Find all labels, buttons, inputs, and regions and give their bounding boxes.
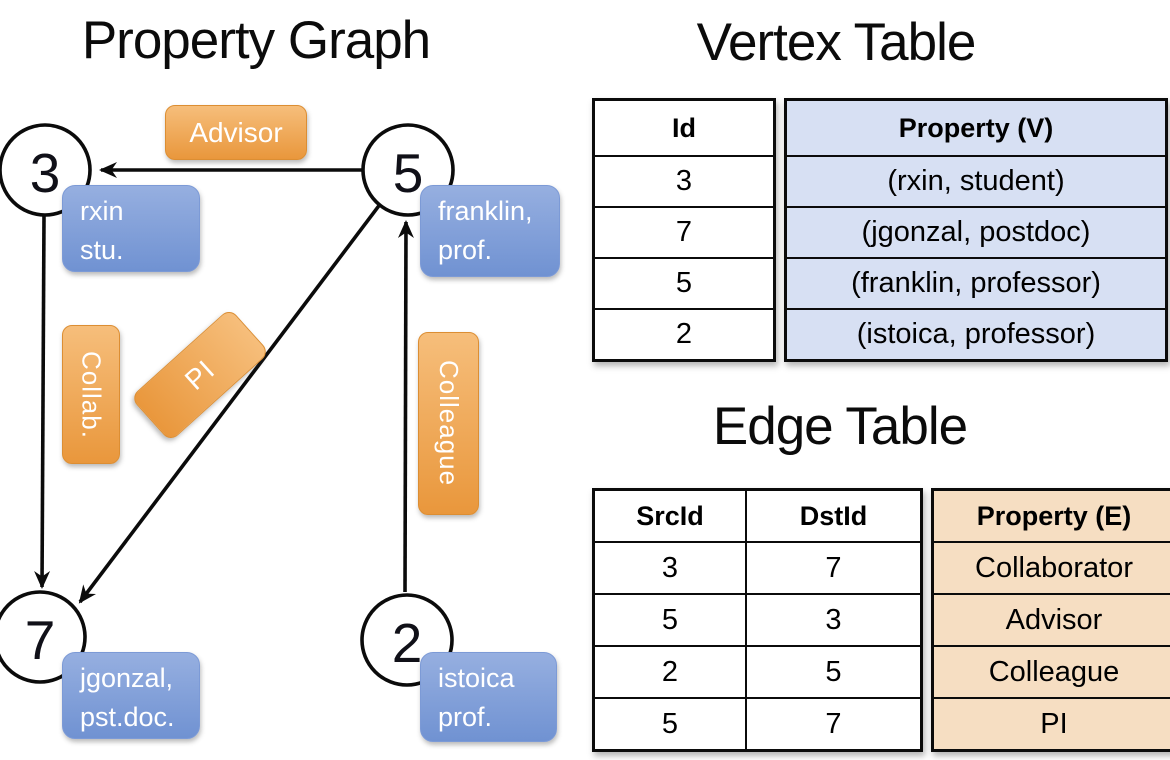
vertex-id-header: Id — [592, 98, 776, 157]
table-row: Advisor — [931, 593, 1170, 647]
edge-label-collab: Collab. — [62, 325, 120, 464]
table-row: 2 — [592, 308, 776, 362]
edge-dst-cell: 7 — [745, 697, 923, 752]
node-2-id: 2 — [392, 612, 423, 674]
vertex-box-istoica-line2: prof. — [438, 701, 493, 732]
edge-dst-cell: 5 — [745, 645, 923, 699]
property-graph-title: Property Graph — [81, 11, 431, 70]
table-row: (franklin, professor) — [784, 257, 1168, 310]
table-row: 5 3 — [592, 593, 923, 647]
vertex-property-cell: (jgonzal, postdoc) — [784, 206, 1168, 259]
edge-label-advisor: Advisor — [165, 105, 307, 160]
edge-pi-line — [78, 201, 383, 604]
vertex-box-rxin: rxin stu. — [62, 185, 200, 272]
table-row: 7 — [592, 206, 776, 259]
edge-colleague-line — [397, 220, 414, 593]
table-row: 5 — [592, 257, 776, 310]
vertex-box-franklin-line1: franklin, — [438, 196, 533, 226]
vertex-box-rxin-line1: rxin — [80, 196, 124, 226]
table-row: 3 — [592, 155, 776, 208]
node-3-id: 3 — [30, 142, 61, 204]
node-5-id: 5 — [393, 142, 424, 204]
edge-table: SrcId DstId 3 7 5 3 2 5 5 7 Property (E) — [592, 488, 1170, 752]
edge-table-title: Edge Table — [712, 397, 968, 456]
vertex-id-cell: 5 — [592, 257, 776, 310]
edge-label-pi-text: PI — [178, 353, 221, 396]
table-row: Colleague — [931, 645, 1170, 699]
edge-label-colleague-text: Colleague — [434, 360, 464, 487]
edge-ids-subtable: SrcId DstId 3 7 5 3 2 5 5 7 — [592, 488, 923, 752]
vertex-box-rxin-line2: stu. — [80, 234, 124, 265]
vertex-box-jgonzal-line1: jgonzal, — [80, 663, 174, 693]
vertex-id-cell: 3 — [592, 155, 776, 208]
edge-property-subtable: Property (E) Collaborator Advisor Collea… — [931, 488, 1170, 752]
vertex-id-cell: 2 — [592, 308, 776, 362]
vertex-id-subtable: Id 3 7 5 2 — [592, 98, 776, 362]
vertex-box-franklin-line2: prof. — [438, 234, 493, 265]
vertex-id-cell: 7 — [592, 206, 776, 259]
vertex-table-title: Vertex Table — [696, 13, 977, 72]
edge-src-cell: 5 — [592, 697, 747, 752]
vertex-property-cell: (rxin, student) — [784, 155, 1168, 208]
edge-src-cell: 5 — [592, 593, 747, 647]
vertex-property-cell: (franklin, professor) — [784, 257, 1168, 310]
vertex-box-jgonzal: jgonzal, pst.doc. — [62, 652, 200, 739]
table-row: 3 7 — [592, 541, 923, 595]
table-row: (rxin, student) — [784, 155, 1168, 208]
vertex-box-franklin: franklin, prof. — [420, 185, 560, 277]
vertex-box-istoica-line1: istoica — [438, 663, 515, 693]
vertex-box-jgonzal-line2: pst.doc. — [80, 701, 175, 732]
table-row: 2 5 — [592, 645, 923, 699]
edge-property-header: Property (E) — [931, 488, 1170, 543]
edge-dst-header: DstId — [745, 488, 923, 543]
edge-property-cell: Advisor — [931, 593, 1170, 647]
edge-label-advisor-text: Advisor — [189, 116, 283, 148]
table-row: Collaborator — [931, 541, 1170, 595]
edge-label-collab-text: Collab. — [76, 350, 107, 439]
vertex-property-header: Property (V) — [784, 98, 1168, 157]
edge-src-cell: 2 — [592, 645, 747, 699]
edge-dst-cell: 3 — [745, 593, 923, 647]
edge-collab-line — [34, 215, 51, 589]
edge-property-cell: Colleague — [931, 645, 1170, 699]
table-row: 5 7 — [592, 697, 923, 752]
edge-property-cell: PI — [931, 697, 1170, 752]
table-row: PI — [931, 697, 1170, 752]
edge-dst-cell: 7 — [745, 541, 923, 595]
table-row: (jgonzal, postdoc) — [784, 206, 1168, 259]
vertex-box-istoica: istoica prof. — [420, 652, 557, 742]
node-7-id: 7 — [25, 609, 56, 671]
edge-property-cell: Collaborator — [931, 541, 1170, 595]
vertex-table: Id 3 7 5 2 Property (V) (rxin, student) … — [592, 98, 1168, 362]
vertex-property-cell: (istoica, professor) — [784, 308, 1168, 362]
vertex-property-subtable: Property (V) (rxin, student) (jgonzal, p… — [784, 98, 1168, 362]
edge-label-colleague: Colleague — [418, 332, 479, 515]
edge-src-header: SrcId — [592, 488, 747, 543]
edge-src-cell: 3 — [592, 541, 747, 595]
table-row: (istoica, professor) — [784, 308, 1168, 362]
